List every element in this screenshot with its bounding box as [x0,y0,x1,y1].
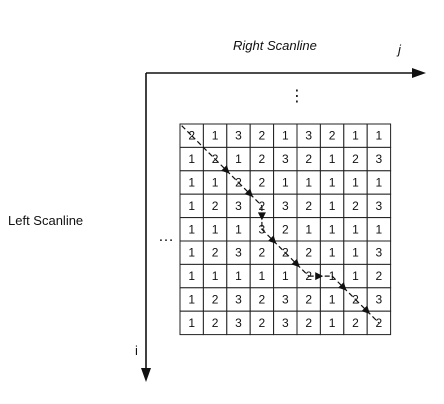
grid-cell-value: 2 [305,246,312,260]
grid-cell-value: 3 [282,152,289,166]
grid-cell-value: 2 [212,293,219,307]
grid-cell-value: 1 [329,199,336,213]
grid-cell-value: 2 [259,246,266,260]
grid-cell-value: 1 [212,176,219,190]
grid-cell-value: 2 [212,199,219,213]
grid-cell-value: 1 [376,129,383,143]
grid-cell-value: 1 [352,269,359,283]
grid-cell-value: 3 [235,199,242,213]
grid-cell-value: 2 [352,152,359,166]
grid-cell-value: 1 [329,246,336,260]
path-segment [181,125,193,137]
path-arrowhead [315,272,324,281]
grid-cell-value: 2 [259,293,266,307]
grid-cell-value: 2 [259,316,266,330]
grid-cell-value: 1 [329,293,336,307]
grid-cell-value: 1 [188,246,195,260]
grid-cell-value: 2 [305,199,312,213]
grid-cell-value: 1 [352,222,359,236]
grid-cell-value: 1 [352,176,359,190]
grid-cell-value: 1 [329,222,336,236]
path-arrowhead [221,165,230,174]
grid-cell-value: 1 [188,269,195,283]
j-axis-label: j [398,42,401,57]
right-scanline-label: Right Scanline [233,38,317,53]
scan-path [181,125,380,324]
left-scanline-label: Left Scanline [8,213,84,228]
grid-cell-value: 2 [259,129,266,143]
grid-cell-value: 2 [352,199,359,213]
grid-cell-value: 1 [329,176,336,190]
grid-cell-value: 1 [282,176,289,190]
grid-cell-value: 2 [329,129,336,143]
path-arrowhead [291,258,300,268]
grid-cell-value: 1 [188,222,195,236]
grid-cell-value: 1 [329,152,336,166]
grid-cell-value: 1 [188,293,195,307]
grid-cell-value: 3 [376,293,383,307]
grid-cell-value: 2 [352,316,359,330]
grid-cell-value: 1 [305,222,312,236]
grid-cell-value: 1 [188,152,195,166]
grid-cell-value: 1 [212,129,219,143]
grid-cell-value: 1 [212,222,219,236]
path-arrowhead [267,235,277,244]
grid-cell-value: 1 [212,269,219,283]
grid-cell-value: 2 [305,293,312,307]
grid-cell-value: 3 [376,152,383,166]
grid-cell-value: 2 [212,246,219,260]
grid-cell-value: 1 [235,222,242,236]
grid-cell-value: 3 [235,129,242,143]
grid-cell-value: 1 [188,316,195,330]
vertical-ellipsis: ⋮ [289,88,305,105]
grid-cell-value: 1 [188,176,195,190]
grid-cell-value: 3 [305,129,312,143]
path-arrowhead [257,212,266,221]
grid-cell-value: 3 [282,293,289,307]
grid-cell-value: 1 [235,269,242,283]
horizontal-ellipsis: … [158,228,174,245]
grid-cell-value: 1 [282,129,289,143]
grid-cell-value: 1 [188,199,195,213]
grid-cell-value: 1 [259,269,266,283]
path-arrowhead [244,188,254,198]
grid-cell-value: 2 [305,152,312,166]
grid-cell-value: 3 [235,246,242,260]
grid-cell-value: 1 [352,246,359,260]
grid-cell-value: 2 [376,316,383,330]
grid-cell-value: 1 [352,129,359,143]
path-arrowhead [361,305,371,315]
grid-cell-value: 2 [305,316,312,330]
number-grid: 2 1 3 2 1 3 2 1 1 1 2 1 2 3 2 1 2 3 1 1 2 2 1 1 1 1 1 1 2 3 2 3 2 1 2 3 1 1 1 3… [179,123,392,336]
vertical-axis-arrowhead [141,368,151,382]
grid-cell-value: 3 [376,246,383,260]
grid-cell-value: 3 [235,293,242,307]
grid-cell-value: 1 [376,176,383,190]
grid-cell-value: 1 [235,152,242,166]
path-segment [191,135,216,160]
grid-cell-value: 1 [376,222,383,236]
grid-cell-value: 2 [376,269,383,283]
grid-cell-value: 2 [282,222,289,236]
grid-cell-value: 3 [376,199,383,213]
grid-cell-value: 2 [259,152,266,166]
grid-cell-value: 3 [235,316,242,330]
grid-cell-value: 2 [259,176,266,190]
grid-cell-value: 1 [305,176,312,190]
i-axis-label: i [135,343,138,358]
grid-cell-value: 1 [282,269,289,283]
horizontal-axis-arrowhead [412,68,426,78]
grid-cell-value: 1 [329,316,336,330]
grid-cell-value: 3 [282,316,289,330]
grid-cell-value: 2 [212,316,219,330]
grid-cell-value: 3 [282,199,289,213]
path-arrowhead [338,282,347,291]
